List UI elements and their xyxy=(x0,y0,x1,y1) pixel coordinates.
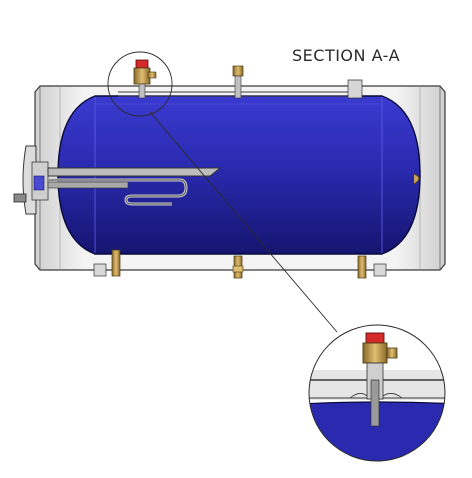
bottom-fittings xyxy=(93,249,387,279)
top-outlet-fitting xyxy=(232,65,244,99)
right-top-bracket xyxy=(347,79,363,99)
detail-marker-circle xyxy=(107,51,173,117)
detail-view xyxy=(308,324,446,462)
left-end-cap xyxy=(13,145,49,215)
safety-valve xyxy=(133,59,157,99)
detail-leader-line xyxy=(149,111,338,333)
heating-element xyxy=(47,167,222,206)
section-label: SECTION A-A xyxy=(292,46,401,65)
inner-tank xyxy=(57,95,421,255)
top-strap xyxy=(118,91,350,97)
right-side-clip xyxy=(413,173,420,185)
